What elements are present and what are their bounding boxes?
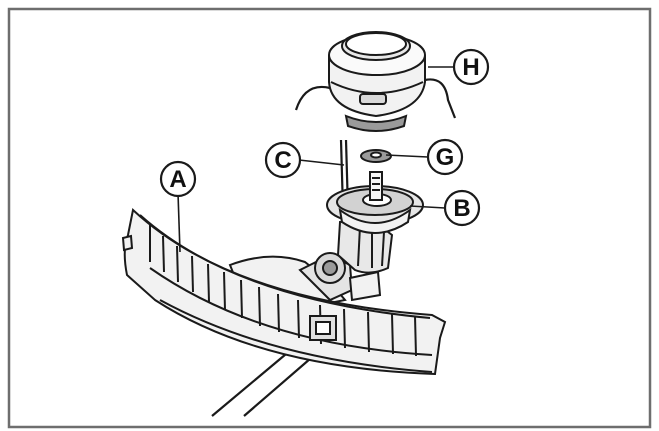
- leader-lines: [177, 66, 454, 253]
- label-g-text: G: [436, 144, 455, 171]
- diagram-frame: [7, 7, 652, 429]
- part-b-flange: [326, 171, 424, 234]
- label-h-text: H: [462, 54, 479, 81]
- label-b: B: [443, 189, 481, 227]
- label-c-text: C: [274, 147, 291, 174]
- label-a-text: A: [169, 166, 186, 193]
- label-h: H: [452, 48, 490, 86]
- part-g-washer: [360, 149, 392, 163]
- part-h-spool-head: [328, 31, 426, 132]
- label-b-text: B: [453, 195, 470, 222]
- guard-shield: [121, 208, 447, 376]
- label-a: A: [159, 160, 197, 198]
- label-g: G: [426, 138, 464, 176]
- label-c: C: [264, 141, 302, 179]
- trimmer-shaft: [211, 343, 319, 417]
- trimmer-lines: [294, 78, 457, 119]
